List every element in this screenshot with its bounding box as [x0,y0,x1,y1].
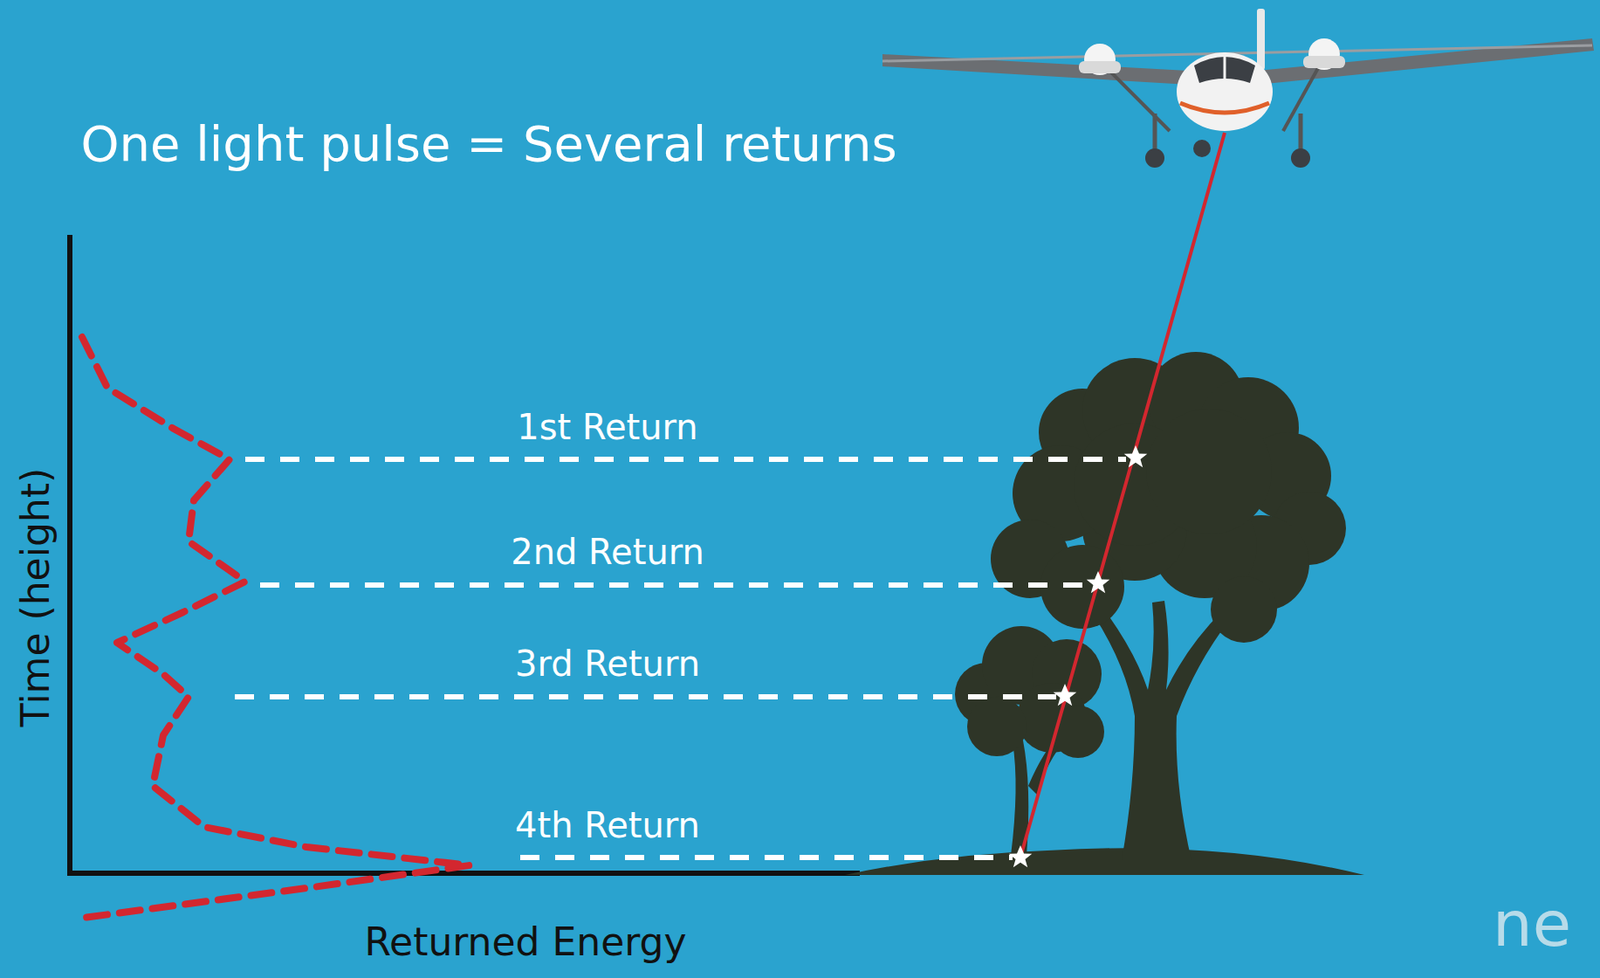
return-stars [1009,445,1148,867]
axis-label: Returned Energy [363,919,687,964]
airplane [882,8,1594,168]
return-label: 1st Return [516,406,698,447]
y-axis [67,234,73,875]
big-tree-trunk [1091,600,1231,860]
return-label: 4th Return [515,804,701,845]
return-label: 3rd Return [515,643,701,684]
return-label: 2nd Return [510,531,705,572]
return-lines [234,459,1127,858]
axis-label: Time (height) [13,467,58,727]
ground-mound [844,847,1365,875]
watermark: ne [1492,886,1572,961]
trees [844,351,1365,875]
laser-beam [1020,132,1225,858]
x-axis [67,870,860,876]
waveform-curve [76,336,470,919]
diagram-title: One light pulse = Several returns [80,115,897,172]
